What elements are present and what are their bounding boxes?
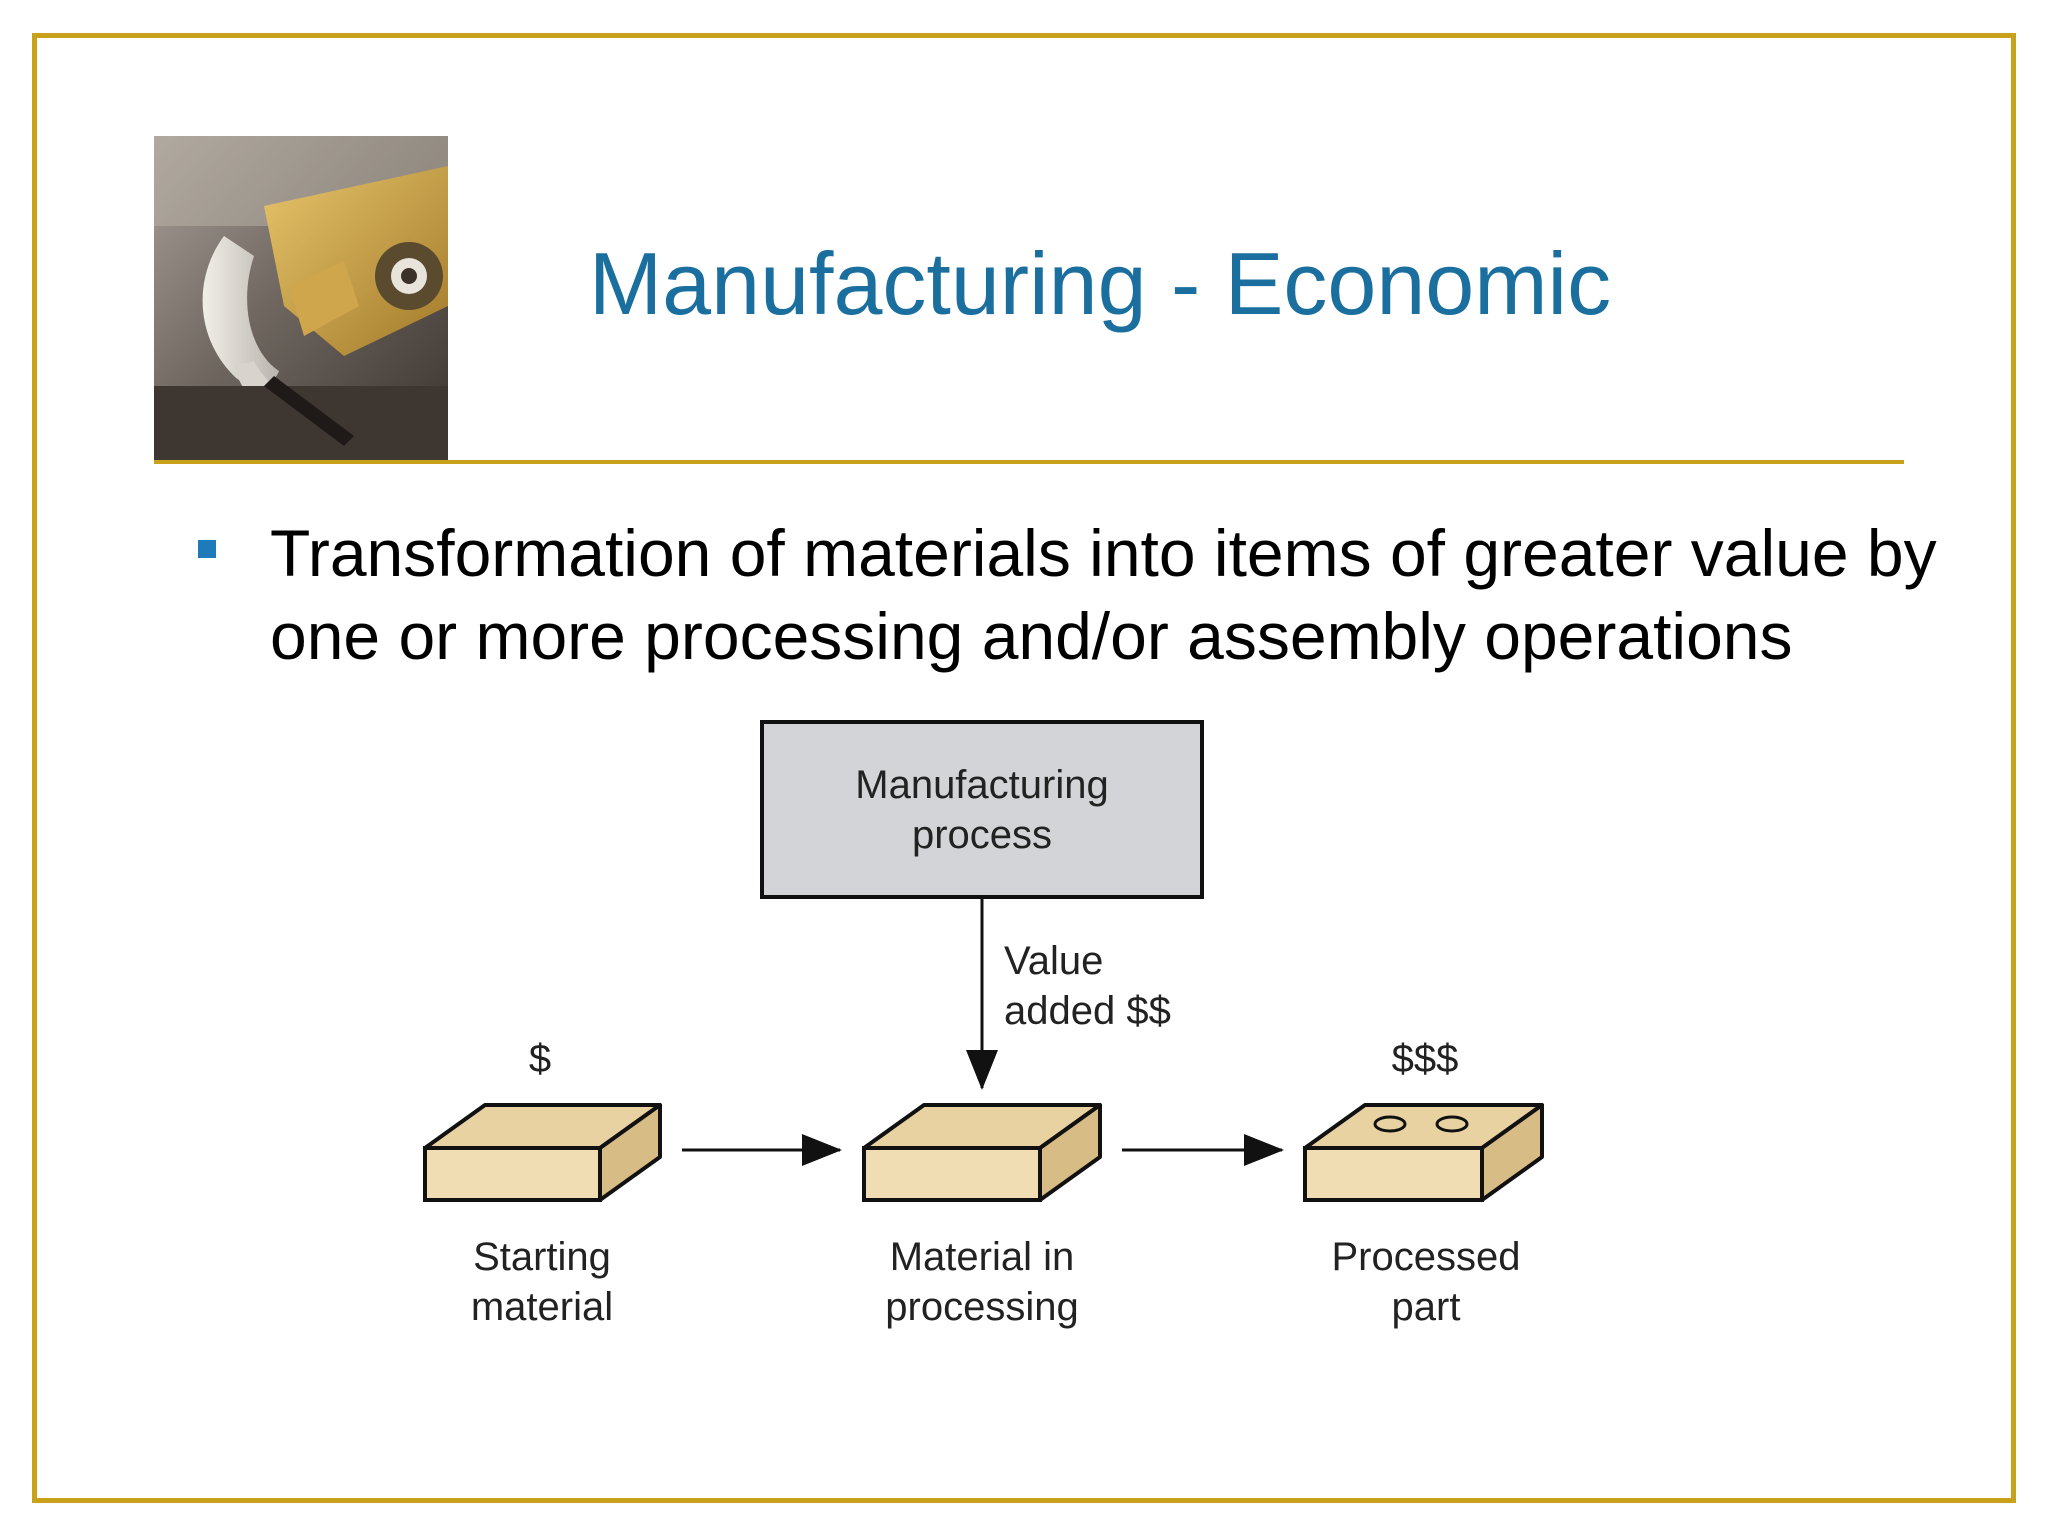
starting-material-label-line2: material [471, 1285, 613, 1329]
slide-title: Manufacturing - Economic [588, 234, 1612, 333]
process-box-label-line2: process [912, 813, 1052, 857]
material-in-processing-label-line2: processing [885, 1285, 1078, 1329]
material-in-processing-block [862, 1103, 1102, 1202]
slide-border [32, 33, 2016, 1503]
value-added-label-line2: added $$ [1004, 989, 1171, 1033]
material-in-processing-label-line1: Material in [890, 1235, 1075, 1279]
processed-part-block [1303, 1103, 1544, 1202]
value-added-label-line1: Value [1004, 939, 1103, 983]
cutting-tool-photo [154, 136, 448, 462]
square-bullet-icon [198, 540, 216, 558]
hole-icon [1373, 1115, 1407, 1133]
starting-material-value: $ [529, 1037, 551, 1081]
starting-material-label-line1: Starting [473, 1235, 611, 1279]
manufacturing-process-box [760, 720, 1204, 899]
processed-part-label-line2: part [1392, 1285, 1461, 1329]
bullet-text: Transformation of materials into items o… [270, 516, 1937, 673]
process-box-label-line1: Manufacturing [855, 763, 1108, 807]
starting-material-block [423, 1103, 662, 1202]
processed-part-label-line1: Processed [1332, 1235, 1521, 1279]
title-divider [154, 460, 1904, 464]
hole-icon [1435, 1115, 1469, 1133]
processed-part-value: $$$ [1392, 1037, 1459, 1081]
